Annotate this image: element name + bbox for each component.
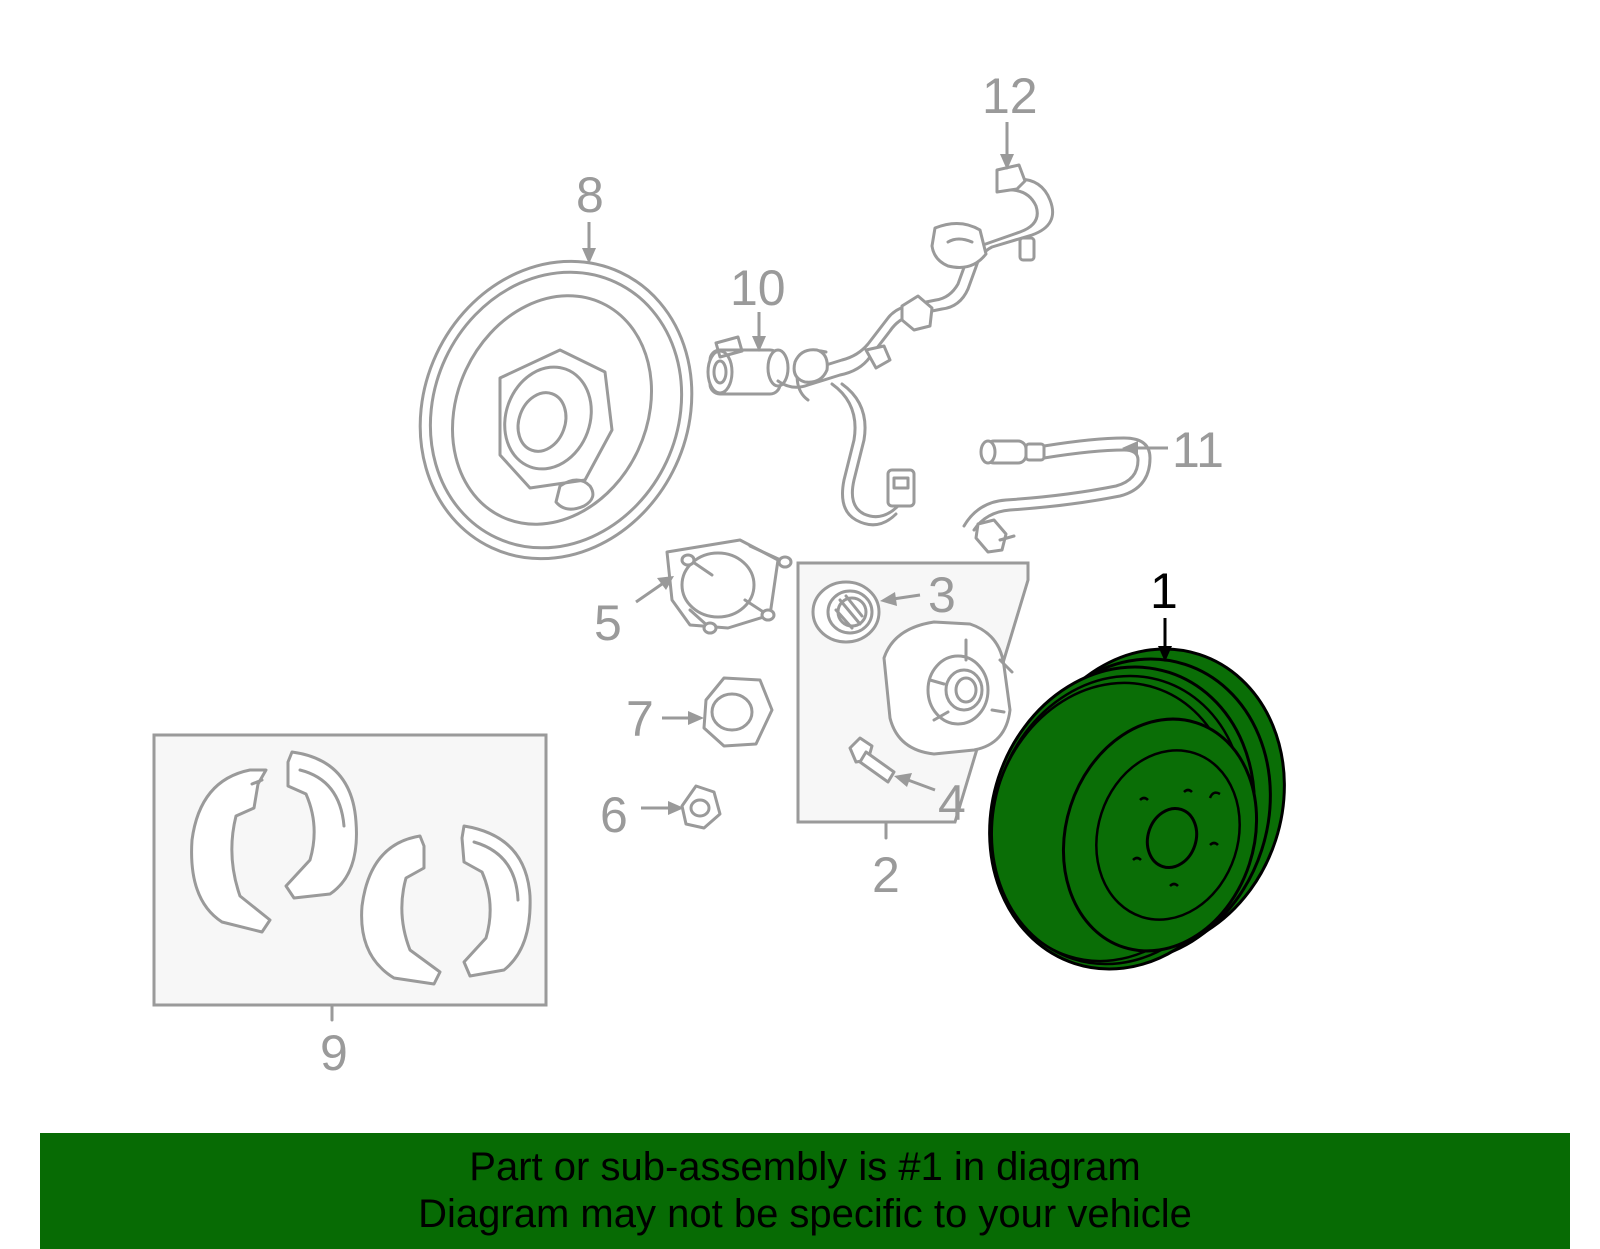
backing-plate-part[interactable]: [372, 216, 740, 603]
brake-shoe-part[interactable]: [284, 750, 358, 900]
callout-4: 4: [938, 775, 966, 831]
brake-shoes-box[interactable]: [152, 733, 548, 1022]
callout-6: 6: [600, 787, 628, 843]
hub-adapter-part[interactable]: [665, 538, 793, 635]
callout-5: 5: [594, 595, 622, 651]
callout-10: 10: [730, 260, 786, 316]
leader-arrows: [582, 122, 1172, 815]
footer-line-2: Diagram may not be specific to your vehi…: [418, 1192, 1192, 1236]
callout-3: 3: [928, 567, 956, 623]
footer-banner: Part or sub-assembly is #1 in diagram Di…: [40, 1133, 1570, 1249]
abs-sensor-harness-part[interactable]: [776, 163, 1055, 527]
callout-7: 7: [626, 691, 654, 747]
brake-hose-part[interactable]: [962, 436, 1152, 554]
callout-12: 12: [982, 68, 1038, 124]
brake-drum-part[interactable]: [951, 614, 1323, 1003]
lock-nut-part[interactable]: [680, 784, 722, 830]
footer-line-1: Part or sub-assembly is #1 in diagram: [469, 1145, 1141, 1189]
callout-11: 11: [1172, 422, 1224, 478]
hub-bearing-assembly-box[interactable]: [796, 561, 1030, 840]
callout-labels: 1 2 3 4 5 6 7 8 9 10 11 12: [320, 68, 1224, 1081]
hub-bolt-part[interactable]: [848, 736, 896, 784]
brake-shoe-part[interactable]: [460, 824, 532, 978]
gasket-part[interactable]: [702, 676, 774, 748]
callout-2: 2: [872, 847, 900, 903]
brake-shoe-part[interactable]: [360, 834, 442, 986]
hub-part[interactable]: [882, 620, 1014, 756]
callout-1: 1: [1150, 563, 1178, 619]
wheel-cylinder-part[interactable]: [706, 335, 790, 396]
callout-9: 9: [320, 1025, 348, 1081]
wheel-bearing-part[interactable]: [811, 580, 881, 644]
brake-shoe-part[interactable]: [190, 768, 272, 934]
callout-8: 8: [576, 167, 604, 223]
